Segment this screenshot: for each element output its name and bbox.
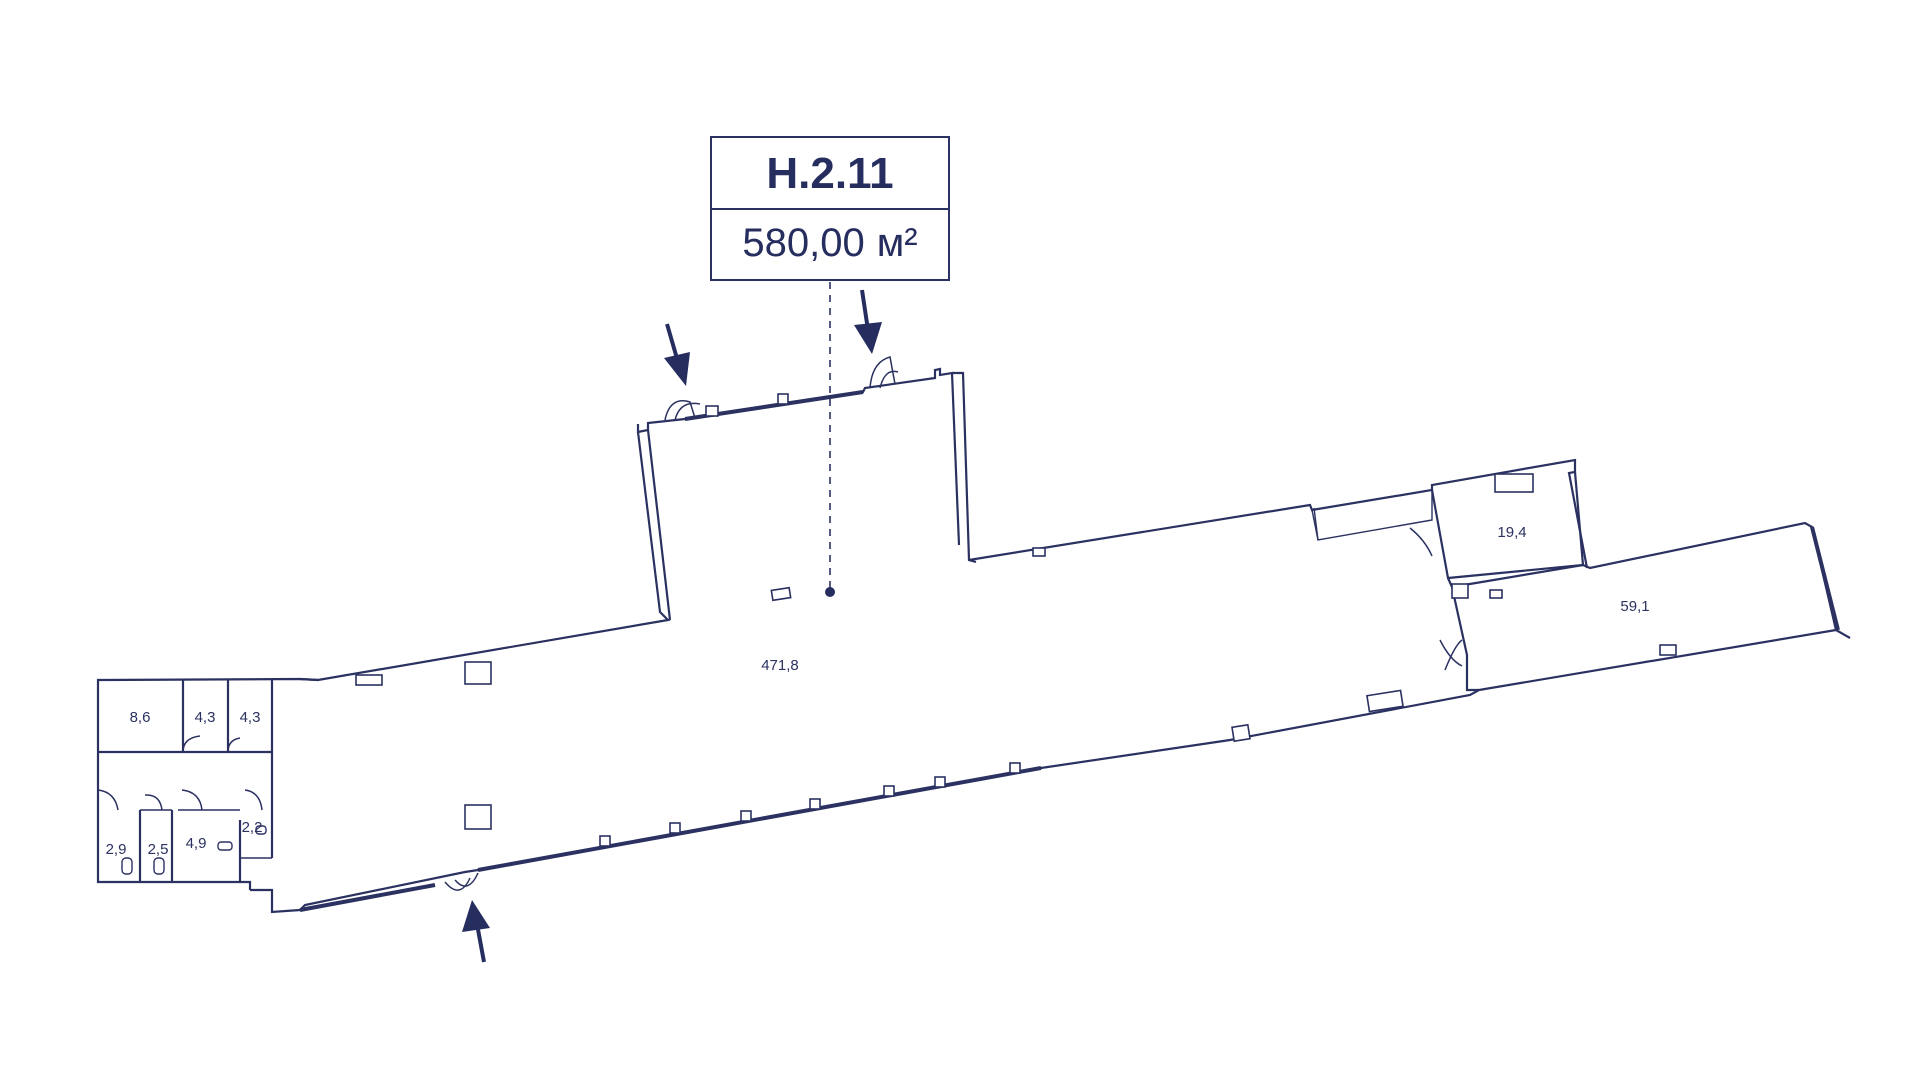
room-area-main-hall: 471,8 [761, 657, 799, 674]
column [809, 798, 821, 810]
room-area-a: 8,6 [130, 709, 151, 726]
room-area-59: 59,1 [1620, 598, 1649, 615]
room-area-wc-1: 2,9 [106, 841, 127, 858]
window [477, 766, 1042, 872]
room-area-b: 4,3 [195, 709, 216, 726]
door-swing [182, 735, 201, 753]
column [740, 810, 752, 822]
windows [299, 390, 1840, 912]
unit-area-unit: м² [877, 221, 918, 265]
column [1009, 762, 1021, 774]
column [1659, 644, 1677, 656]
room-area-wc-3: 4,9 [186, 835, 207, 852]
toilet-icon [153, 857, 165, 875]
window [299, 883, 436, 912]
column [705, 405, 719, 417]
column [1231, 723, 1251, 743]
column [777, 393, 789, 405]
wall-room-19 [1430, 471, 1585, 580]
door-swing [454, 872, 479, 887]
wall-room-59-bottom [1478, 628, 1837, 692]
door-swing [879, 370, 899, 389]
unit-label: Н.2.11 580,00 м² [710, 136, 950, 597]
unit-area: 580,00 м² [742, 221, 917, 265]
room-area-c: 4,3 [240, 709, 261, 726]
door-swing [664, 400, 696, 421]
column [883, 785, 895, 797]
column [1032, 547, 1046, 557]
sink-icon [255, 825, 267, 835]
door-swing [444, 877, 471, 891]
wall-bay-left [299, 431, 671, 682]
room-area-wc-2: 2,5 [148, 841, 169, 858]
storage-niche [1311, 490, 1433, 541]
room-area-19: 19,4 [1497, 524, 1526, 541]
column [669, 822, 681, 834]
column [599, 835, 611, 847]
storage-niche-inner [1313, 507, 1319, 541]
doors [444, 356, 1469, 891]
sink-icon [217, 841, 233, 851]
door-swing [244, 789, 263, 811]
toilet-icon [121, 857, 133, 875]
outer-walls [96, 367, 1851, 914]
unit-code: Н.2.11 [766, 149, 893, 198]
column [464, 661, 492, 685]
entrance-arrows [462, 289, 882, 963]
door-swing [869, 356, 896, 389]
columns [355, 393, 1677, 847]
door-swing [1409, 527, 1433, 557]
west-rooms [97, 680, 274, 882]
arrow-icon [854, 289, 882, 354]
wall-room-59-left [1446, 577, 1479, 692]
wall-bay-left-inner [646, 429, 672, 621]
column [1494, 473, 1534, 493]
door-swing [97, 789, 119, 811]
column [464, 804, 492, 830]
door-swing [144, 794, 163, 811]
wall-north-bay [636, 367, 961, 546]
wall-south [250, 689, 1480, 914]
column [355, 674, 383, 686]
door-swing [674, 402, 701, 421]
door-swing [1444, 639, 1463, 671]
arrow-icon [664, 323, 690, 386]
wall-west [96, 677, 319, 890]
wall-north-east [968, 458, 1589, 569]
window [1810, 526, 1840, 631]
door-swing [181, 789, 203, 811]
arrow-icon [462, 900, 490, 963]
column [1366, 689, 1404, 713]
column [1489, 589, 1503, 599]
column [934, 776, 946, 788]
location-marker [825, 587, 835, 597]
door-swing [227, 737, 241, 753]
door-threshold [1451, 583, 1469, 599]
room-area-wc-4: 2,2 [242, 819, 263, 836]
column [770, 586, 792, 602]
wall-bay-right-down [952, 371, 977, 564]
room-labels: 471,8 19,4 59,1 8,6 4,3 4,3 2,9 2,5 4,9 … [106, 524, 1650, 858]
unit-area-value: 580,00 [742, 221, 864, 265]
